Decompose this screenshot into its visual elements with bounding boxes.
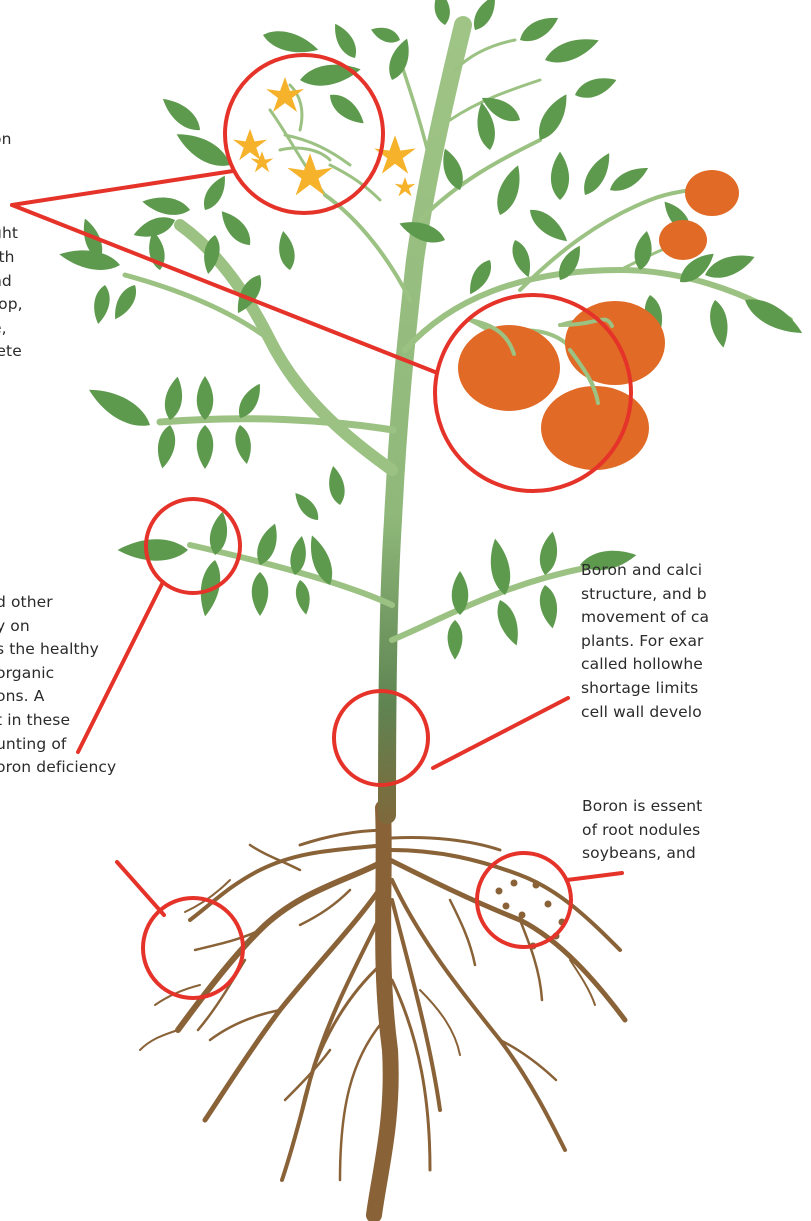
root-nodules-annotation: Boron is essent of root nodules soybeans…	[582, 795, 702, 866]
stem-annotation: Boron and calci structure, and b movemen…	[581, 559, 709, 724]
roots-leaves-annotation: d other y on s the healthy organic ons. …	[0, 591, 116, 780]
flowers-fruit-annotation: on t ght rth nd rop, e, lete	[0, 128, 23, 364]
plant-roots	[140, 808, 625, 1215]
tomato-flowers	[233, 77, 416, 196]
root-callout-circle	[143, 898, 243, 998]
